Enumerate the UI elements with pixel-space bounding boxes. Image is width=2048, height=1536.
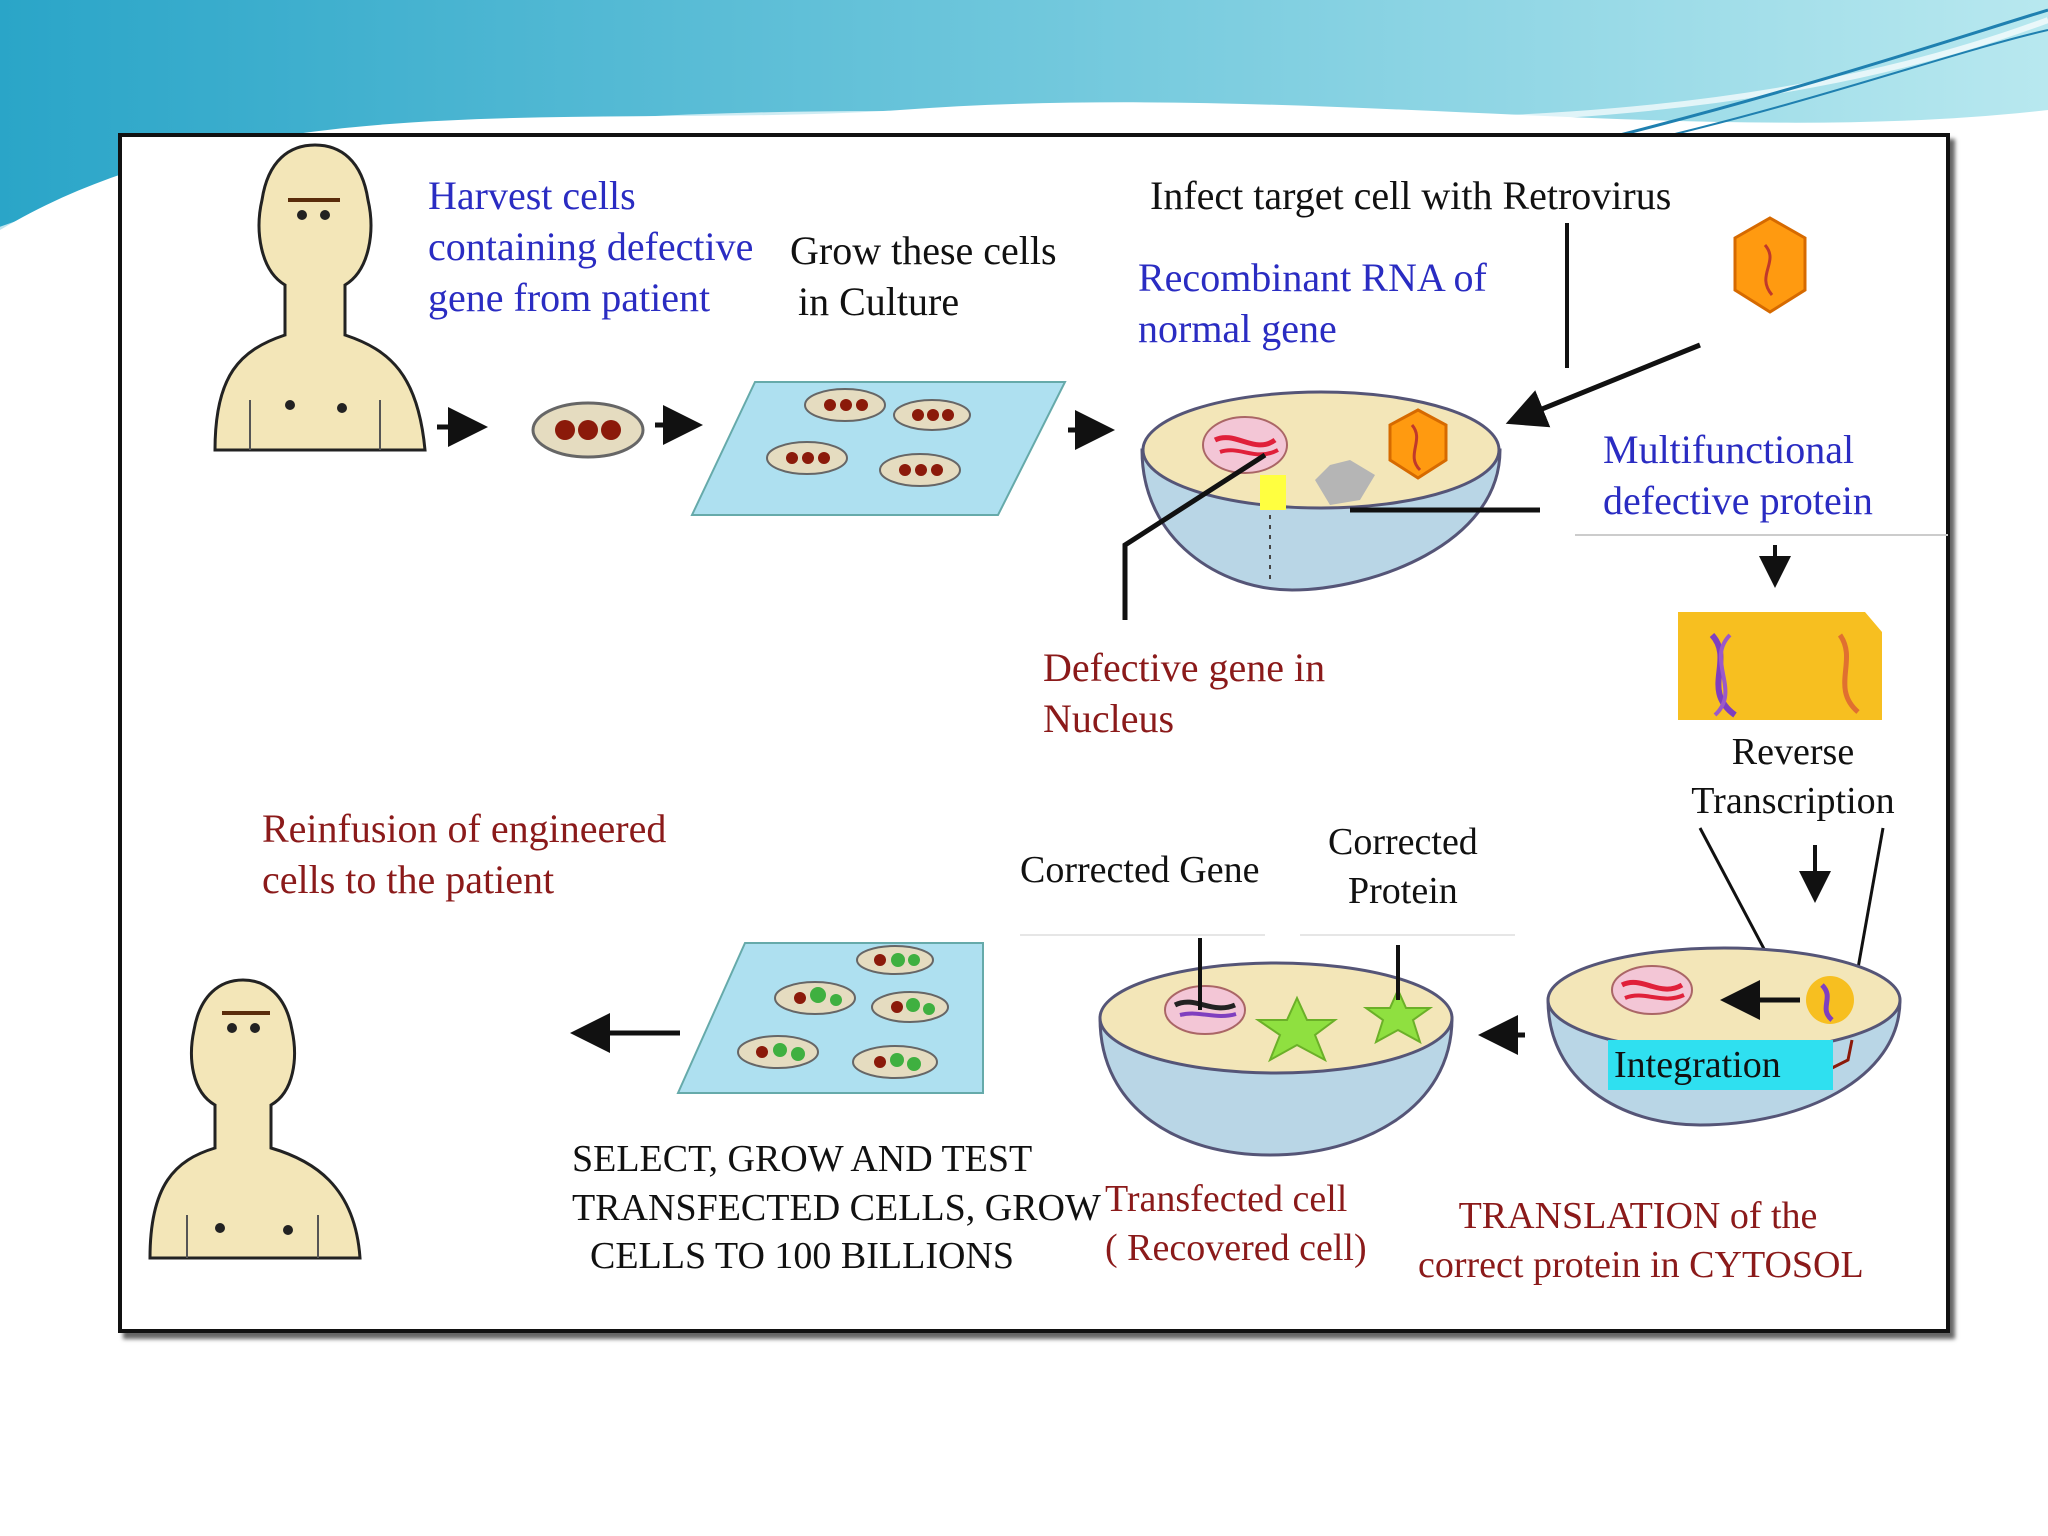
integration-cell	[1546, 946, 1902, 1127]
reinfusion-label: Reinfusion of engineered cells to the pa…	[262, 806, 667, 903]
patient-figure-bottom	[148, 978, 362, 1260]
defective-gene-label: Defective gene in Nucleus	[1043, 645, 1326, 742]
diagram-frame	[118, 133, 1950, 1333]
infect-label: Infect target cell with Retrovirus	[1150, 173, 1672, 218]
transfected-cell	[1098, 938, 1454, 1157]
corrected-gene-label: Corrected Gene	[1020, 849, 1260, 891]
harvested-cell	[531, 401, 645, 459]
culture-dish-top	[690, 381, 1067, 516]
integration-label: Integration	[1608, 1040, 1833, 1090]
grow-cells-label: Grow these cells in Culture	[790, 228, 1057, 325]
select-grow-test-label: SELECT, GROW AND TEST TRANSFECTED CELLS,…	[572, 1138, 1101, 1278]
reverse-transcription-label: Reverse Transcription	[1691, 731, 1895, 822]
transfected-cell-label: Transfected cell ( Recovered cell)	[1105, 1178, 1367, 1269]
translation-label: TRANSLATION of the correct protein in CY…	[1418, 1195, 1864, 1286]
target-cell	[1140, 390, 1540, 592]
corrected-protein-label: Corrected Protein	[1328, 821, 1478, 912]
multifunctional-protein-label: Multifunctional defective protein	[1603, 427, 1873, 524]
culture-dish-bottom	[676, 942, 984, 1094]
retrovirus-icon	[1733, 216, 1807, 314]
patient-figure-top	[213, 143, 427, 452]
retrovirus-rna-box	[1678, 612, 1882, 720]
harvest-cells-label: Harvest cells containing defective gene …	[428, 173, 754, 321]
recombinant-rna-label: Recombinant RNA of normal gene	[1138, 255, 1487, 352]
